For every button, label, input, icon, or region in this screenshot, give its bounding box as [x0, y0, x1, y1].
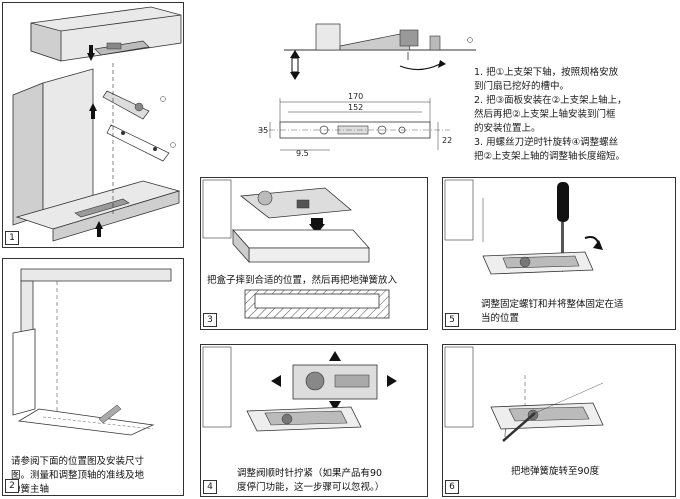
instruction-line: 到门扇已挖好的槽中。	[474, 81, 570, 92]
instruction-line: 1. 把①上支架下轴，按照规格安放	[474, 67, 619, 78]
panel-2-caption: 请参阅下面的位置图及安装尺寸 图。测量和调整顶轴的准线及地 弹簧主轴	[11, 455, 181, 497]
dim-inner-label: 152	[348, 103, 364, 112]
panel-5-number: 5	[445, 313, 459, 327]
panel-1-illustration	[12, 6, 182, 242]
caption-line: 调整固定螺钉和并将整体固定在适	[481, 299, 624, 310]
panel-3-caption: 把盒子摔到合适的位置，然后再把地弹簧放入	[207, 275, 398, 286]
panel-2-illustration	[12, 268, 172, 436]
caption-line: 请参阅下面的位置图及安装尺寸	[11, 456, 145, 467]
caption-line: 度停门功能，这一步骤可以忽视。）	[237, 482, 385, 493]
side-view-drawing	[258, 23, 476, 151]
instruction-line: 的安装位置上。	[474, 123, 541, 134]
panel-6: 把地弹簧旋转至90度 6	[442, 344, 676, 497]
panel-1-number: 1	[5, 231, 19, 245]
panel-1: 1	[2, 2, 184, 248]
instruction-line: 2. 把③面板安装在②上支架上轴上，	[474, 95, 627, 106]
instruction-line: 然后再把②上支架上轴安装到门框	[474, 109, 616, 120]
spec-area: 170 152 9.5 35 22 1. 把①上支架下轴，按照规格安放 到门扇已…	[240, 2, 676, 172]
instruction-line: 把②上支架上轴的调整轴长度缩短。	[474, 151, 626, 162]
panel-4-caption: 调整阀顺时针拧紧（如果产品有90 度停门功能，这一步骤可以忽视。）	[237, 467, 427, 495]
panel-3: 把盒子摔到合适的位置，然后再把地弹簧放入 3	[200, 177, 428, 330]
panel-4-number: 4	[203, 480, 217, 494]
panel-5-illustration	[444, 179, 603, 275]
panel-6-number: 6	[445, 480, 459, 494]
panel-6-illustration	[444, 346, 604, 442]
panel-6-caption: 把地弹簧旋转至90度	[511, 466, 600, 477]
instructions: 1. 把①上支架下轴，按照规格安放 到门扇已挖好的槽中。 2. 把③面板安装在②…	[474, 66, 676, 164]
dim-overall-label: 170	[348, 92, 364, 101]
caption-line: 当的位置	[481, 313, 520, 324]
dim-offset-label: 9.5	[296, 149, 309, 158]
caption-line: 调整阀顺时针拧紧（如果产品有90	[237, 468, 383, 479]
caption-line: 图。测量和调整顶轴的准线及地	[11, 470, 145, 481]
panel-5: 调整固定螺钉和并将整体固定在适 当的位置 5	[442, 177, 676, 330]
panel-5-caption: 调整固定螺钉和并将整体固定在适 当的位置	[481, 298, 671, 326]
panel-2: 请参阅下面的位置图及安装尺寸 图。测量和调整顶轴的准线及地 弹簧主轴 2	[2, 258, 184, 496]
panel-4: 调整阀顺时针拧紧（如果产品有90 度停门功能，这一步骤可以忽视。） 4	[200, 344, 428, 497]
panel-3-number: 3	[203, 313, 217, 327]
caption-line: 弹簧主轴	[11, 484, 50, 495]
panel-2-number: 2	[5, 479, 19, 493]
dim-height-right-label: 22	[442, 136, 453, 145]
instruction-line: 3. 用螺丝刀逆时针旋转④调整螺丝	[474, 137, 619, 148]
panel-3-illustration	[202, 179, 390, 319]
dim-height-left-label: 35	[258, 126, 269, 135]
panel-4-illustration	[202, 346, 397, 432]
